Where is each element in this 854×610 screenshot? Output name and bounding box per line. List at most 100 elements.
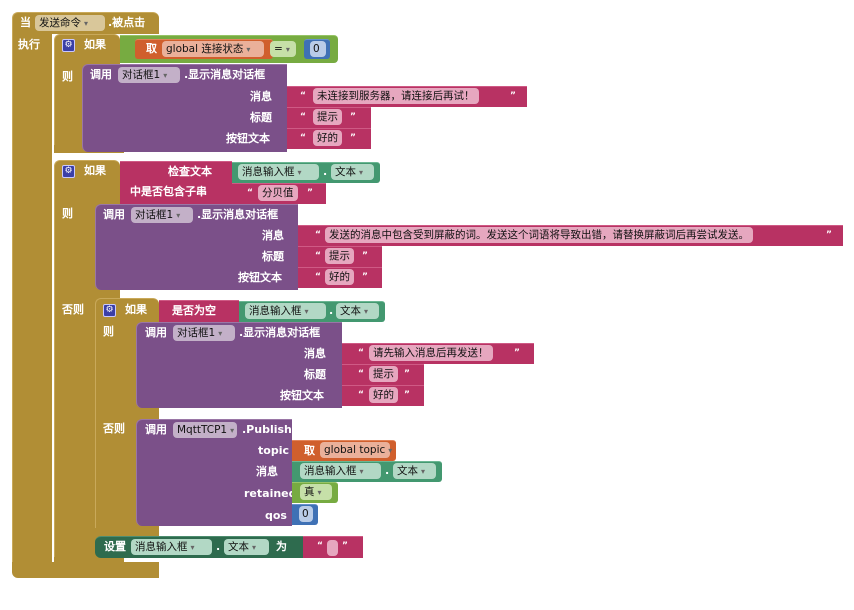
publish-call-label: 调用 [145, 423, 167, 436]
quote-open-icon: “ [317, 541, 323, 551]
if1-number-field[interactable]: 0 [310, 41, 326, 57]
if2-else-label: 否则 [62, 303, 84, 316]
if3-component-dropdown[interactable]: 消息输入框▾ [245, 303, 326, 319]
if3-param-label-message: 消息 [304, 347, 326, 360]
quote-open-icon: “ [358, 348, 364, 358]
if1-message-text-field[interactable]: 未连接到服务器，请连接后再试！ [313, 88, 479, 104]
quote-open-icon: “ [315, 272, 321, 282]
chevron-down-icon: ▾ [359, 168, 364, 177]
quote-close-icon: ” [350, 133, 356, 143]
if2-substring-text-field[interactable]: 分贝值 [258, 185, 298, 201]
set-label: 设置 [104, 540, 126, 553]
if2-component-dropdown[interactable]: 消息输入框▾ [238, 164, 319, 180]
event-name: .被点击 [108, 16, 146, 29]
quote-open-icon: “ [315, 230, 321, 240]
quote-close-icon: ” [362, 251, 368, 261]
if2-contains-block[interactable] [120, 161, 232, 205]
if2-title-text-field[interactable]: 提示 [325, 248, 354, 264]
chevron-down-icon: ▾ [364, 307, 369, 316]
publish-topic-get-label: 取 [304, 444, 315, 457]
chevron-down-icon: ▾ [285, 45, 290, 54]
quote-open-icon: “ [315, 251, 321, 261]
quote-open-icon: “ [247, 188, 253, 198]
if2-dialog-component-dropdown[interactable]: 对话框1▾ [131, 207, 193, 223]
if2-message-text-field[interactable]: 发送的消息中包含受到屏蔽的词。发送这个词语将导致出错，请替换屏蔽词后再尝试发送。 [325, 227, 753, 243]
if2-property-dropdown[interactable]: 文本▾ [331, 164, 374, 180]
if1-title-text-field[interactable]: 提示 [313, 109, 342, 125]
if2-method-label: .显示消息对话框 [197, 208, 279, 221]
chevron-down-icon: ▾ [230, 426, 235, 435]
if2-footer [54, 557, 124, 567]
chevron-down-icon: ▾ [421, 467, 426, 476]
publish-message-component-dropdown[interactable]: 消息输入框▾ [300, 463, 381, 479]
dot-separator: . [323, 165, 328, 178]
quote-open-icon: “ [300, 112, 306, 122]
quote-open-icon: “ [300, 91, 306, 101]
chevron-down-icon: ▾ [246, 45, 251, 54]
chevron-down-icon: ▾ [359, 467, 364, 476]
quote-close-icon: ” [307, 188, 313, 198]
chevron-down-icon: ▾ [176, 211, 181, 220]
chevron-down-icon: ▾ [317, 488, 322, 497]
quote-close-icon: ” [510, 91, 516, 101]
event-prefix: 当 [20, 16, 31, 29]
if2-contains-label: 中是否包含子串 [130, 185, 207, 198]
chevron-down-icon: ▾ [218, 329, 223, 338]
if3-dialog-component-dropdown[interactable]: 对话框1▾ [173, 325, 235, 341]
event-component-dropdown[interactable]: 发送命令▾ [35, 15, 105, 31]
quote-open-icon: “ [358, 369, 364, 379]
quote-close-icon: ” [342, 541, 348, 551]
publish-retained-dropdown[interactable]: 真▾ [300, 484, 332, 500]
publish-topic-variable-dropdown[interactable]: global topic▾ [320, 442, 393, 458]
if1-param-label-title: 标题 [250, 111, 272, 124]
if2-param-label-message: 消息 [262, 229, 284, 242]
publish-param-label-topic: topic [258, 444, 289, 457]
if1-param-label-message: 消息 [250, 90, 272, 103]
if3-button-text-field[interactable]: 好的 [369, 387, 398, 403]
if3-is-empty-block[interactable] [159, 300, 239, 322]
gear-icon[interactable]: ⚙ [62, 39, 75, 52]
if3-call-label: 调用 [145, 326, 167, 339]
publish-param-label-retained: retained [244, 487, 297, 500]
if1-param-label-button: 按钮文本 [226, 132, 270, 145]
if2-call-dialog-block[interactable] [95, 204, 298, 290]
if2-param-label-button: 按钮文本 [238, 271, 282, 284]
if3-is-empty-label: 是否为空 [172, 304, 216, 317]
if1-button-text-field[interactable]: 好的 [313, 130, 342, 146]
chevron-down-icon: ▾ [252, 543, 257, 552]
quote-close-icon: ” [826, 230, 832, 240]
if3-label: 如果 [125, 303, 147, 316]
publish-message-property-dropdown[interactable]: 文本▾ [393, 463, 436, 479]
publish-component-dropdown[interactable]: MqttTCP1▾ [173, 422, 237, 438]
if3-title-text-field[interactable]: 提示 [369, 366, 398, 382]
gear-icon[interactable]: ⚙ [62, 165, 75, 178]
if2-call-label: 调用 [103, 208, 125, 221]
if1-operator-dropdown[interactable]: =▾ [270, 41, 296, 57]
publish-param-label-qos: qos [265, 509, 287, 522]
do-label: 执行 [18, 38, 40, 51]
if3-param-label-title: 标题 [304, 368, 326, 381]
if1-call-dialog-block[interactable] [82, 64, 287, 152]
publish-qos-field[interactable]: 0 [299, 506, 313, 522]
if2-button-text-field[interactable]: 好的 [325, 269, 354, 285]
dot-separator: . [385, 464, 390, 477]
if3-message-text-field[interactable]: 请先输入消息后再发送！ [369, 345, 493, 361]
if1-dialog-component-dropdown[interactable]: 对话框1▾ [118, 67, 180, 83]
quote-open-icon: “ [300, 133, 306, 143]
if3-then-label: 则 [103, 325, 114, 338]
quote-close-icon: ” [362, 272, 368, 282]
if1-then-label: 则 [62, 70, 73, 83]
if3-call-dialog-block[interactable] [136, 322, 342, 408]
set-property-dropdown[interactable]: 文本▾ [224, 539, 269, 555]
if2-label: 如果 [84, 164, 106, 177]
set-value-text-field[interactable] [327, 540, 338, 556]
gear-icon[interactable]: ⚙ [103, 304, 116, 317]
quote-close-icon: ” [514, 348, 520, 358]
if3-param-label-button: 按钮文本 [280, 389, 324, 402]
chevron-down-icon: ▾ [84, 19, 89, 28]
chevron-down-icon: ▾ [388, 446, 393, 455]
set-component-dropdown[interactable]: 消息输入框▾ [131, 539, 212, 555]
if1-variable-dropdown[interactable]: global 连接状态▾ [162, 41, 264, 57]
if3-property-dropdown[interactable]: 文本▾ [336, 303, 379, 319]
set-to-label: 为 [276, 540, 287, 553]
